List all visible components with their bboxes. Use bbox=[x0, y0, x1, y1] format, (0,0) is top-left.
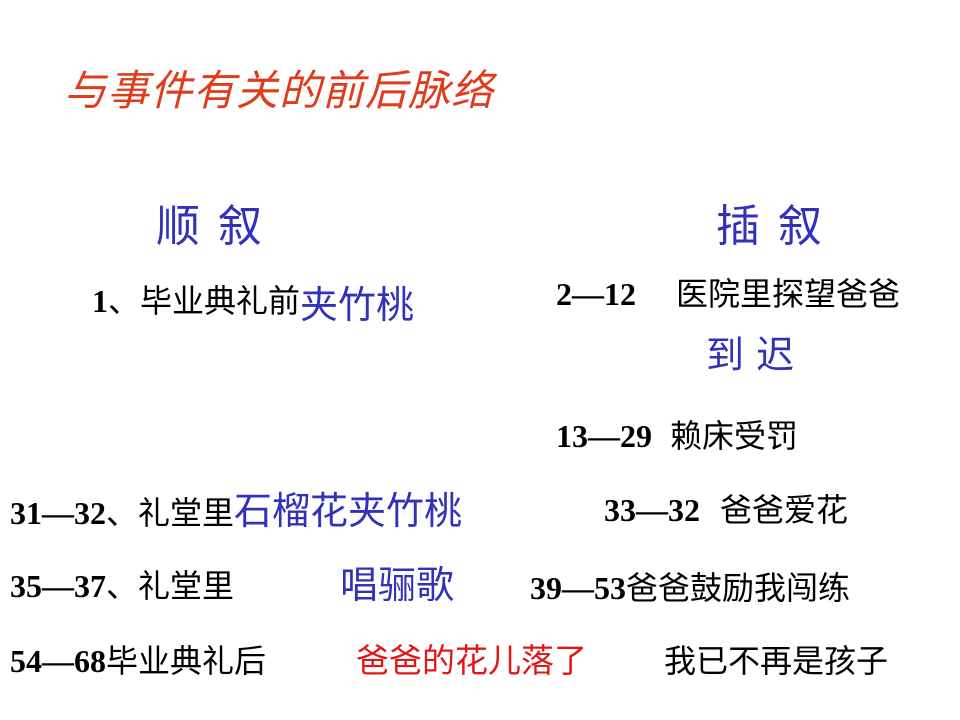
chronological-item-2: 31—32 、 礼堂里 石榴花夹竹桃 bbox=[10, 492, 462, 530]
item-separator: 、 bbox=[108, 282, 141, 320]
item-highlight-singing: 唱骊歌 bbox=[340, 563, 455, 607]
heading-flashback: 插 叙 bbox=[716, 201, 824, 252]
item-highlight-late: 到 迟 bbox=[706, 333, 795, 377]
item-separator: 、 bbox=[106, 494, 139, 532]
heading-chronological: 顺 叙 bbox=[156, 201, 264, 252]
item-number: 2—12 bbox=[556, 276, 636, 312]
item-text: 毕业典礼前 bbox=[140, 282, 301, 320]
chronological-item-1: 1 、 毕业典礼前 夹竹桃 bbox=[92, 280, 414, 324]
item-number: 39—53 bbox=[530, 570, 626, 606]
item-text: 医院里探望爸爸 bbox=[676, 275, 901, 313]
flashback-item-4: 39—53 爸爸鼓励我闯练 bbox=[530, 572, 850, 604]
flashback-item-3: 33—32 爸爸爱花 bbox=[604, 494, 848, 526]
chronological-item-4: 54—68 毕业典礼后 bbox=[10, 645, 266, 677]
flashback-item-2: 13—29 赖床受罚 bbox=[556, 420, 798, 452]
item-text: 爸爸爱花 bbox=[720, 491, 849, 529]
item-number: 31—32 bbox=[10, 495, 106, 531]
item-text: 赖床受罚 bbox=[670, 417, 799, 455]
item-highlight: 夹竹桃 bbox=[300, 283, 415, 327]
item-highlight: 石榴花夹竹桃 bbox=[234, 489, 463, 533]
item-separator: 、 bbox=[106, 567, 139, 605]
chronological-item-3: 35—37 、 礼堂里 bbox=[10, 570, 234, 602]
item-text: 礼堂里 bbox=[138, 494, 235, 532]
item-text: 礼堂里 bbox=[138, 567, 235, 605]
slide-title: 与事件有关的前后脉络 bbox=[64, 66, 495, 115]
item-text: 爸爸鼓励我闯练 bbox=[626, 569, 851, 607]
flashback-item-1: 2—12 医院里探望爸爸 bbox=[556, 278, 900, 310]
item-number: 1 bbox=[92, 283, 108, 319]
item-highlight-story-title: 爸爸的花儿落了 bbox=[356, 641, 587, 680]
item-text: 毕业典礼后 bbox=[106, 642, 267, 680]
item-number: 35—37 bbox=[10, 568, 106, 604]
item-tail-text: 我已不再是孩子 bbox=[664, 642, 889, 680]
item-number: 13—29 bbox=[556, 418, 652, 454]
item-number: 54—68 bbox=[10, 643, 106, 679]
item-number: 33—32 bbox=[604, 492, 700, 528]
